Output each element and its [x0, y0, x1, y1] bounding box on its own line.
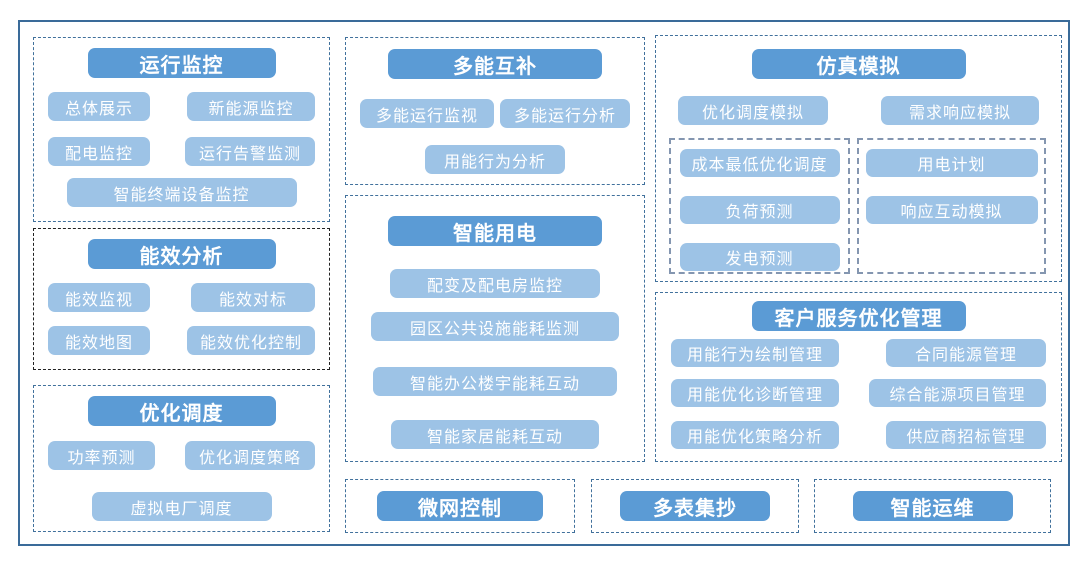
item-energy-optimization-strategy-analysis: 用能优化策略分析 [671, 421, 839, 449]
smart-power-title: 智能用电 [388, 216, 602, 246]
item-transformer-room-monitoring: 配变及配电房监控 [390, 269, 600, 298]
item-cost-optimal-dispatch: 成本最低优化调度 [679, 149, 840, 177]
item-power-plan: 用电计划 [865, 149, 1038, 177]
item-dispatch-strategy: 优化调度策略 [185, 441, 315, 470]
item-new-energy-monitoring: 新能源监控 [187, 92, 315, 121]
item-load-forecast: 负荷预测 [679, 196, 840, 224]
item-energy-behavior-profiling: 用能行为绘制管理 [671, 339, 839, 367]
item-efficiency-monitoring: 能效监视 [48, 283, 150, 312]
section-smart-power: 智能用电 配变及配电房监控 园区公共设施能耗监测 智能办公楼宇能耗互动 智能家居… [345, 195, 645, 462]
operation-monitoring-title: 运行监控 [87, 48, 276, 78]
item-dispatch-simulation: 优化调度模拟 [678, 96, 828, 125]
section-energy-efficiency: 能效分析 能效监视 能效对标 能效地图 能效优化控制 [33, 228, 330, 370]
item-generation-forecast: 发电预测 [679, 243, 840, 271]
simulation-title: 仿真模拟 [751, 49, 966, 79]
multi-meter-reading-title: 多表集抄 [620, 491, 770, 521]
item-overall-display: 总体展示 [48, 92, 150, 121]
section-simulation: 仿真模拟 优化调度模拟 需求响应模拟 成本最低优化调度 负荷预测 发电预测 用电… [655, 35, 1062, 282]
microgrid-control-title: 微网控制 [377, 491, 543, 521]
simulation-sub-box-right: 用电计划 响应互动模拟 [857, 138, 1046, 274]
item-contract-energy-management: 合同能源管理 [886, 339, 1046, 367]
item-smart-terminal-monitoring: 智能终端设备监控 [66, 178, 297, 207]
item-efficiency-optimization-control: 能效优化控制 [187, 326, 315, 355]
energy-efficiency-title: 能效分析 [87, 239, 276, 269]
multi-energy-title: 多能互补 [388, 49, 602, 79]
section-customer-service: 客户服务优化管理 用能行为绘制管理 合同能源管理 用能优化诊断管理 综合能源项目… [655, 292, 1062, 462]
item-virtual-power-plant-dispatch: 虚拟电厂调度 [91, 492, 272, 521]
section-smart-om: 智能运维 [814, 479, 1051, 533]
item-integrated-energy-project-management: 综合能源项目管理 [869, 379, 1046, 407]
item-demand-response-simulation: 需求响应模拟 [881, 96, 1039, 125]
item-efficiency-map: 能效地图 [48, 326, 150, 355]
item-efficiency-benchmarking: 能效对标 [191, 283, 315, 312]
section-multi-energy: 多能互补 多能运行监视 多能运行分析 用能行为分析 [345, 37, 645, 185]
item-energy-optimization-diagnosis: 用能优化诊断管理 [671, 379, 839, 407]
simulation-sub-box-left: 成本最低优化调度 负荷预测 发电预测 [669, 138, 850, 274]
item-alarm-monitoring: 运行告警监测 [185, 137, 315, 166]
item-park-facilities-energy-monitoring: 园区公共设施能耗监测 [371, 312, 619, 341]
section-optimal-dispatch: 优化调度 功率预测 优化调度策略 虚拟电厂调度 [33, 385, 330, 532]
section-microgrid-control: 微网控制 [345, 479, 575, 533]
item-power-forecast: 功率预测 [48, 441, 155, 470]
optimal-dispatch-title: 优化调度 [87, 396, 276, 426]
item-energy-behavior-analysis: 用能行为分析 [425, 145, 565, 174]
section-operation-monitoring: 运行监控 总体展示 新能源监控 配电监控 运行告警监测 智能终端设备监控 [33, 37, 330, 222]
customer-service-title: 客户服务优化管理 [751, 301, 966, 331]
section-multi-meter-reading: 多表集抄 [591, 479, 799, 533]
item-office-building-energy-interaction: 智能办公楼宇能耗互动 [373, 367, 617, 396]
item-smart-home-energy-interaction: 智能家居能耗互动 [391, 420, 599, 449]
item-supplier-bidding-management: 供应商招标管理 [886, 421, 1046, 449]
item-response-interaction-simulation: 响应互动模拟 [865, 196, 1038, 224]
item-distribution-monitoring: 配电监控 [48, 137, 150, 166]
item-multi-energy-operation-analysis: 多能运行分析 [500, 99, 630, 128]
item-multi-energy-operation-monitoring: 多能运行监视 [360, 99, 494, 128]
smart-om-title: 智能运维 [852, 491, 1013, 521]
